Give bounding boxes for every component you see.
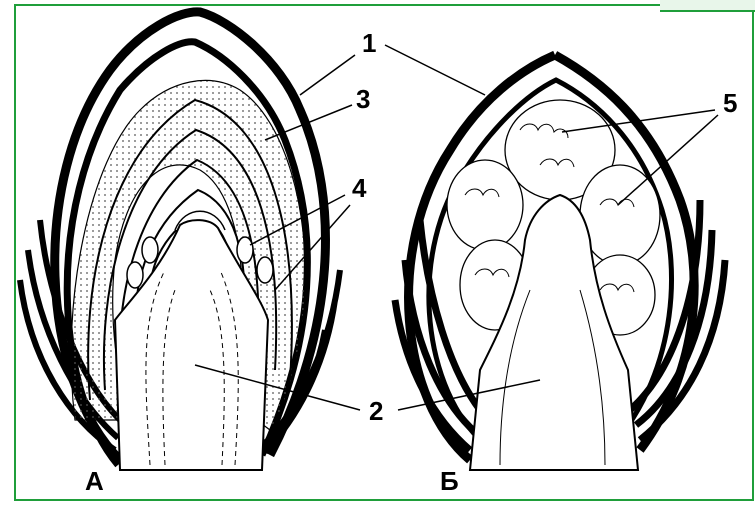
bud-a xyxy=(20,12,340,470)
leader-1-left xyxy=(300,55,355,95)
callout-5: 5 xyxy=(723,88,737,118)
bud-b xyxy=(395,55,725,470)
callout-3: 3 xyxy=(356,84,370,114)
leader-1-right xyxy=(385,45,485,95)
panel-label-a: А xyxy=(85,466,104,496)
callout-1: 1 xyxy=(362,28,376,58)
leader-5-b xyxy=(618,115,718,205)
panel-label-b: Б xyxy=(440,466,459,496)
callout-2: 2 xyxy=(369,396,383,426)
callout-4: 4 xyxy=(352,173,367,203)
